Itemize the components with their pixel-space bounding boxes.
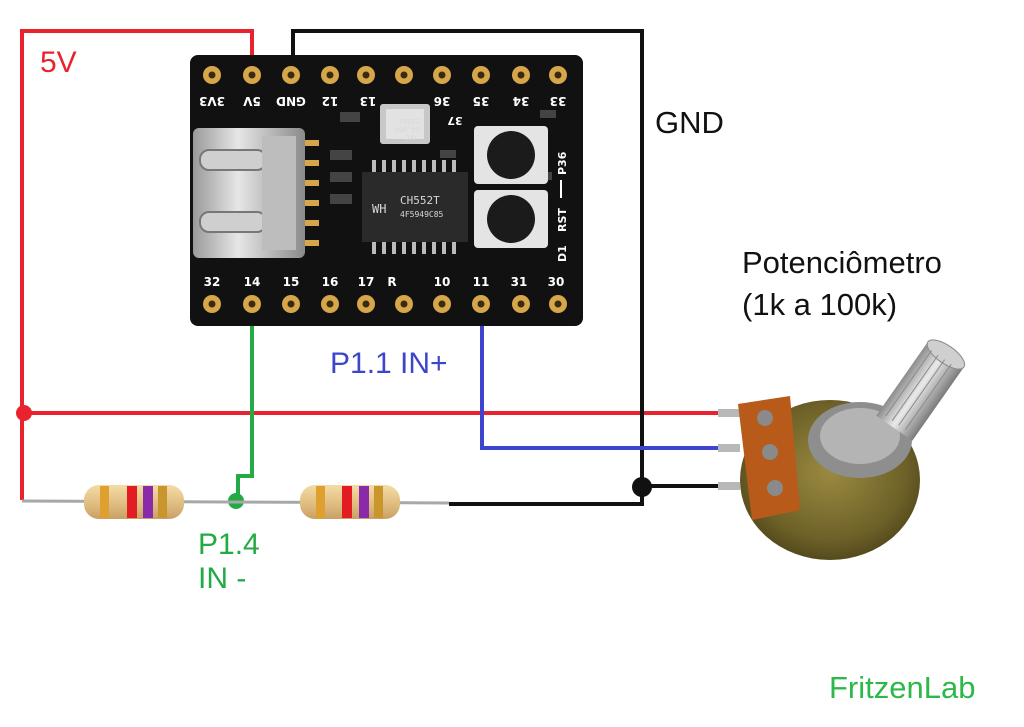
chip-text: 4F5949C85: [400, 210, 444, 219]
pin-label: 12: [322, 94, 339, 108]
ch552t-chip: WH CH552T 4F5949C85: [362, 160, 468, 254]
potentiometer-label: Potenciômetro (1k a 100k): [742, 242, 942, 326]
crystal-text: 2356E: [399, 117, 420, 125]
resistor-icon: [300, 485, 400, 519]
ground-junction: [632, 477, 652, 497]
top-pin-labels: 3V3 5V GND 12 13 36 35 34 33: [199, 94, 566, 108]
pin-label: R: [387, 275, 396, 289]
usb-c-port-icon: [193, 128, 319, 258]
ground-label: GND: [655, 105, 724, 140]
potentiometer-icon: [718, 339, 966, 560]
pin-label: GND: [276, 94, 306, 108]
pin-label: 33: [550, 94, 567, 108]
input-minus-label-line1: P1.4: [198, 528, 260, 561]
chip-text: CH552T: [400, 194, 440, 207]
potentiometer-label-line1: Potenciômetro: [742, 245, 942, 280]
side-label-d1: D1: [556, 245, 569, 262]
supply-junction: [16, 405, 32, 421]
pin-label: 34: [513, 94, 530, 108]
side-label-rst: RST: [556, 208, 569, 232]
side-label-p36: P36: [556, 151, 569, 175]
pin-label: 3V3: [199, 94, 225, 108]
pin-label: 31: [511, 275, 528, 289]
brand-label: FritzenLab: [829, 670, 976, 705]
push-button: [474, 190, 548, 248]
pin-label: 15: [283, 275, 300, 289]
pin-label: 30: [548, 275, 565, 289]
crystal-text: YXC: [405, 133, 418, 141]
pin-label: 17: [358, 275, 375, 289]
pin-label: 36: [434, 94, 451, 108]
input-minus-wire: [236, 304, 254, 498]
pin-label: 35: [473, 94, 490, 108]
push-button: [474, 126, 548, 184]
pin-label: 16: [322, 275, 339, 289]
pin-label: 11: [473, 275, 490, 289]
microcontroller-board: 3V3 5V GND 12 13 36 35 34 33 37 32 14 15…: [190, 55, 583, 326]
pin-label: 10: [434, 275, 451, 289]
supply-label: 5V: [40, 46, 77, 79]
potentiometer-label-line2: (1k a 100k): [742, 287, 898, 322]
input-plus-label: P1.1 IN+: [330, 347, 448, 380]
crystal-text: 24.000: [395, 125, 420, 133]
input-minus-label-line2: IN -: [198, 562, 247, 595]
input-plus-wire: [480, 304, 722, 450]
crystal-oscillator: YXC 24.000 2356E: [380, 104, 430, 144]
supply-wire: [20, 29, 254, 500]
pin-label: 5V: [242, 94, 260, 108]
pin-label: 13: [360, 94, 377, 108]
resistor-icon: [84, 485, 184, 519]
pin-label: 14: [244, 275, 261, 289]
bottom-pin-labels: 32 14 15 16 17 R 10 11 31 30: [204, 275, 565, 289]
ground-wire: [291, 29, 644, 506]
pin-label: 32: [204, 275, 221, 289]
chip-logo: WH: [372, 202, 386, 216]
pin37-label: 37: [447, 114, 462, 127]
input-minus-label: P1.4 IN -: [198, 528, 260, 596]
